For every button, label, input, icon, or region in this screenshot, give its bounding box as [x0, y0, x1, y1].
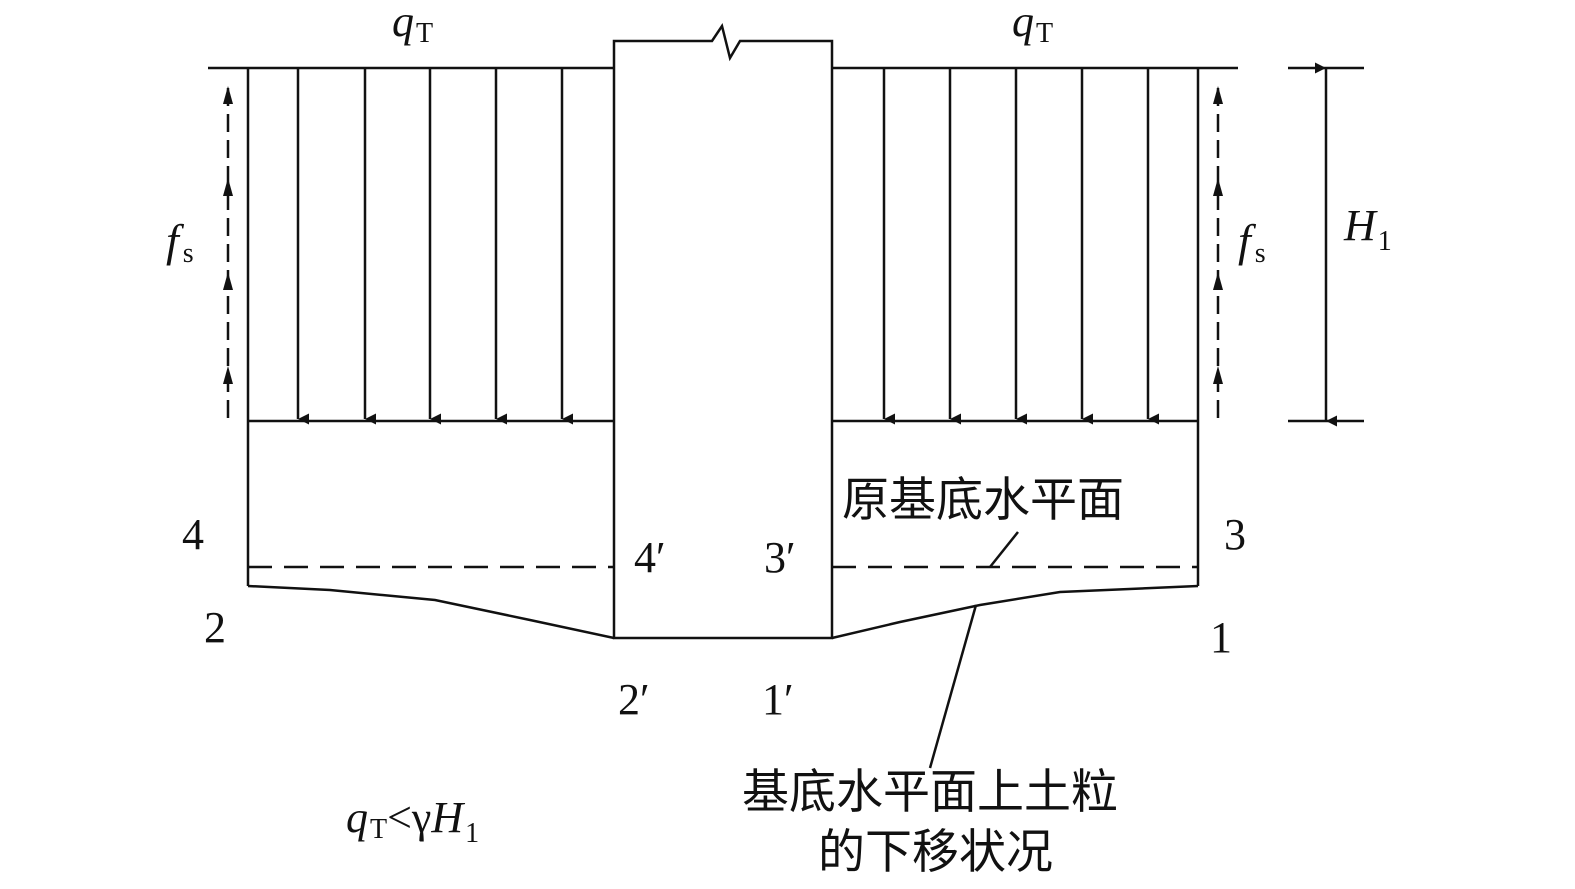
friction-arrow-head — [1213, 366, 1223, 384]
friction-arrow-head — [223, 178, 233, 196]
q-label-left: qT — [392, 0, 433, 49]
original-base-level-label: 原基底水平面 — [842, 473, 1124, 528]
foundation-column — [612, 22, 834, 640]
friction-arrow-head — [223, 366, 233, 384]
point-2: 2 — [204, 603, 226, 652]
particle-settlement-label-line2: 的下移状况 — [818, 825, 1053, 880]
settlement-curve-right — [831, 584, 1199, 640]
settlement-curve-left — [247, 584, 615, 640]
friction-arrow-head — [223, 272, 233, 290]
point-1: 1 — [1210, 613, 1232, 662]
leader-original-base — [989, 531, 1019, 568]
q-label-right: qT — [1012, 0, 1053, 49]
particle-settlement-label-line1: 基底水平面上土粒 — [742, 765, 1118, 820]
point-2-prime: 2′ — [618, 675, 650, 724]
point-3-prime: 3′ — [764, 533, 796, 582]
point-1-prime: 1′ — [762, 675, 794, 724]
point-3: 3 — [1224, 510, 1246, 559]
friction-arrow-head — [223, 86, 233, 104]
friction-arrow-head — [1213, 178, 1223, 196]
friction-arrows — [223, 86, 1223, 418]
friction-arrow-head — [1213, 86, 1223, 104]
h1-label: H1 — [1343, 201, 1392, 257]
point-4: 4 — [182, 510, 204, 559]
point-4-prime: 4′ — [634, 533, 666, 582]
condition-label: qT<γH1 — [346, 793, 479, 849]
friction-arrow-head — [1213, 272, 1223, 290]
load-arrows — [296, 68, 1159, 425]
leader-settlement — [928, 604, 978, 769]
